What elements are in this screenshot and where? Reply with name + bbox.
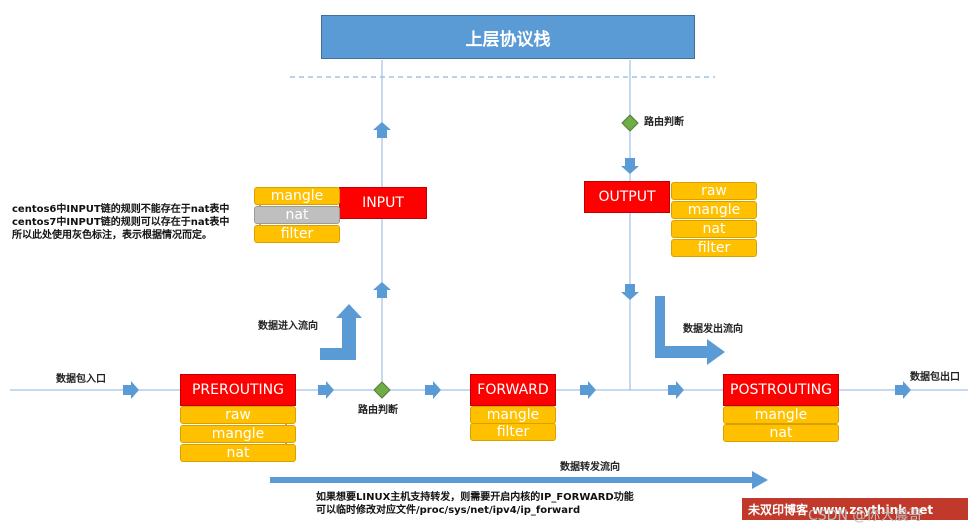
- packet-in-label: 数据包入口: [56, 374, 106, 385]
- route-decision-bottom-label: 路由判断: [358, 405, 398, 416]
- input-table-nat: nat: [254, 206, 340, 224]
- table-label: nat: [769, 425, 793, 441]
- arrow-right-icon: [318, 381, 334, 399]
- arrow-right-icon: [580, 381, 596, 399]
- input-chain: INPUT: [339, 187, 427, 219]
- prerouting-table-mangle: mangle: [180, 425, 296, 443]
- table-label: raw: [225, 407, 251, 423]
- arrow-down-icon: [621, 158, 639, 174]
- blog-watermark: 未双印博客 www.zsythink.net: [742, 498, 968, 520]
- note-line: 可以临时修改对应文件/proc/sys/net/ipv4/ip_forward: [316, 505, 581, 516]
- table-label: mangle: [687, 202, 741, 218]
- input-nat-note: centos6中INPUT链的规则不能存在于nat表中 centos7中INPU…: [12, 203, 229, 242]
- table-label: filter: [496, 424, 530, 440]
- output-table-mangle: mangle: [671, 201, 757, 219]
- forward-chain: FORWARD: [470, 374, 556, 406]
- table-label: mangle: [270, 188, 324, 204]
- table-label: filter: [697, 240, 731, 256]
- output-table-nat: nat: [671, 220, 757, 238]
- route-decision-bottom-diamond: [373, 381, 391, 399]
- flow-out-arrow-icon: [655, 296, 725, 365]
- note-line: centos6中INPUT链的规则不能存在于nat表中: [12, 204, 230, 215]
- forward-table-filter: filter: [470, 423, 556, 441]
- arrow-right-icon: [668, 381, 684, 399]
- arrow-up-icon: [373, 282, 391, 298]
- forward-chain-label: FORWARD: [477, 382, 549, 398]
- table-label: nat: [702, 221, 726, 237]
- prerouting-chain: PREROUTING: [180, 374, 296, 406]
- arrow-up-icon: [373, 122, 391, 138]
- ip-forward-note: 如果想要LINUX主机支持转发，则需要开启内核的IP_FORWARD功能 可以临…: [316, 491, 634, 517]
- output-table-raw: raw: [671, 182, 757, 200]
- flow-out-label: 数据发出流向: [683, 324, 743, 335]
- input-chain-label: INPUT: [362, 195, 404, 211]
- table-label: raw: [701, 183, 727, 199]
- upper-protocol-stack-label: 上层协议栈: [465, 29, 551, 50]
- flow-in-arrow-icon: [320, 304, 362, 360]
- input-table-filter: filter: [254, 225, 340, 243]
- postrouting-chain: POSTROUTING: [723, 374, 839, 406]
- flow-forward-arrow-icon: [270, 471, 768, 489]
- postrouting-chain-label: POSTROUTING: [730, 382, 832, 398]
- output-chain: OUTPUT: [584, 181, 670, 213]
- flow-forward-label: 数据转发流向: [560, 462, 620, 473]
- flow-in-label: 数据进入流向: [258, 321, 318, 332]
- prerouting-table-raw: raw: [180, 406, 296, 424]
- arrow-down-icon: [621, 284, 639, 300]
- arrow-right-icon: [895, 381, 911, 399]
- postrouting-table-mangle: mangle: [723, 406, 839, 424]
- route-decision-top-label: 路由判断: [644, 117, 684, 128]
- watermark-text: 未双印博客 www.zsythink.net: [748, 502, 934, 517]
- prerouting-chain-label: PREROUTING: [191, 382, 284, 398]
- output-table-filter: filter: [671, 239, 757, 257]
- note-line: centos7中INPUT链的规则可以存在于nat表中: [12, 217, 230, 228]
- forward-table-mangle: mangle: [470, 406, 556, 424]
- input-table-mangle: mangle: [254, 187, 340, 205]
- table-label: mangle: [211, 426, 265, 442]
- csdn-watermark: CSDN @你大晨哥: [808, 508, 923, 524]
- arrow-right-icon: [123, 381, 139, 399]
- postrouting-table-nat: nat: [723, 424, 839, 442]
- table-label: filter: [280, 226, 314, 242]
- note-line: 如果想要LINUX主机支持转发，则需要开启内核的IP_FORWARD功能: [316, 492, 634, 503]
- table-label: mangle: [754, 407, 808, 423]
- prerouting-table-nat: nat: [180, 444, 296, 462]
- note-line: 所以此处使用灰色标注，表示根据情况而定。: [12, 230, 212, 241]
- table-label: nat: [226, 445, 250, 461]
- packet-out-label: 数据包出口: [910, 372, 960, 383]
- output-chain-label: OUTPUT: [598, 189, 656, 205]
- table-label: nat: [285, 207, 309, 223]
- upper-protocol-stack: 上层协议栈: [321, 15, 695, 59]
- flow-arrows: [123, 122, 911, 399]
- arrow-right-icon: [425, 381, 441, 399]
- table-label: mangle: [486, 407, 540, 423]
- route-decision-top-diamond: [621, 114, 639, 132]
